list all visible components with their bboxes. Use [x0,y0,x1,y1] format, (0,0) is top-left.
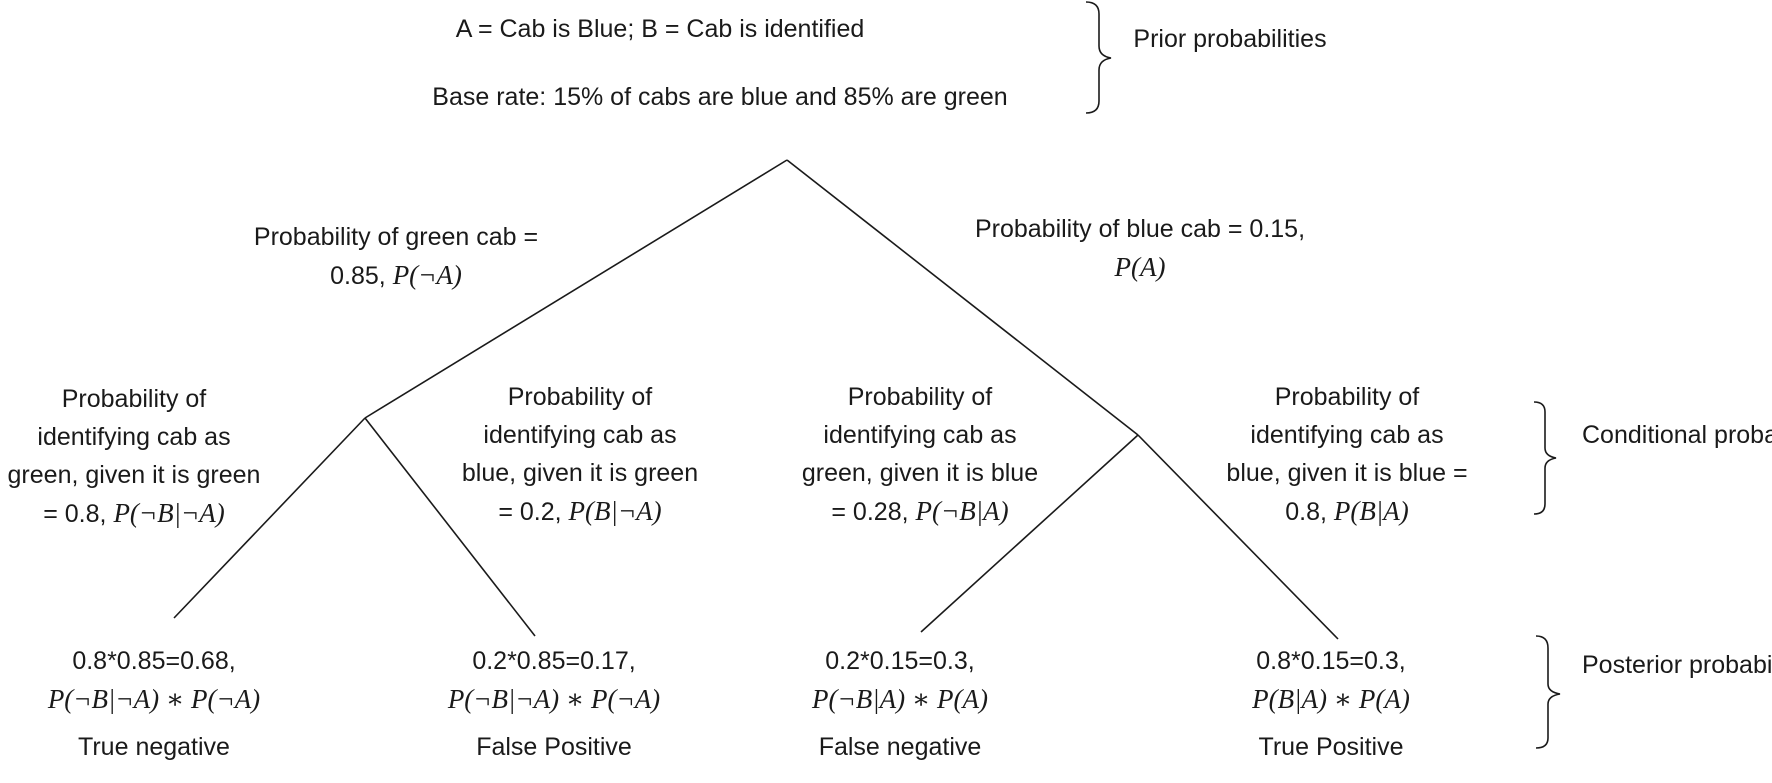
conditional-label-green-green: Probability of identifying cab as green,… [7,385,261,528]
definitions-text: A = Cab is Blue; B = Cab is identified [455,15,865,43]
conditional-probabilities-label: Conditional probabilities [1582,421,1772,449]
edge-blue-tp [1137,434,1339,640]
edge-green-fp [364,417,536,637]
branch-green-label: Probability of green cab = 0.85, P(¬A) [253,223,539,290]
outcome-false-positive: 0.2*0.85=0.17, P(¬B|¬A) ∗ P(¬A) False Po… [424,642,684,766]
outcome-result: True Positive [1258,733,1404,761]
brace-prior [1085,1,1112,114]
posterior-probabilities-label: Posterior probabilities [1582,651,1772,679]
branch-blue-label: Probability of blue cab = 0.15, P(A) [974,215,1306,282]
outcome-calc: 0.2*0.85=0.17, [472,647,636,675]
branch-green-math: P(¬A) [392,260,462,290]
edge-green-tn [173,417,366,619]
conditional-label-green-blue: Probability of identifying cab as green,… [801,383,1039,526]
outcome-false-negative: 0.2*0.15=0.3, P(¬B|A) ∗ P(A) False negat… [780,642,1020,766]
edge-blue-fn [920,434,1139,633]
conditional-label-blue-green: Probability of identifying cab as blue, … [461,383,699,526]
edge-root-green [364,159,788,419]
conditional-label-blue-blue: Probability of identifying cab as blue, … [1226,383,1468,526]
outcome-formula: P(B|A) ∗ P(A) [1252,684,1410,714]
brace-posterior [1535,635,1561,749]
base-rate-text: Base rate: 15% of cabs are blue and 85% … [432,83,1008,111]
outcome-calc: 0.8*0.85=0.68, [72,647,236,675]
outcome-formula: P(¬B|¬A) ∗ P(¬A) [447,684,661,714]
outcome-true-positive: 0.8*0.15=0.3, P(B|A) ∗ P(A) True Positiv… [1226,642,1436,766]
outcome-result: False negative [818,733,982,761]
edge-root-blue [786,159,1139,436]
outcome-result: True negative [78,733,230,761]
brace-conditional [1533,401,1557,515]
branch-blue-math: P(A) [1114,252,1166,282]
outcome-true-negative: 0.8*0.85=0.68, P(¬B|¬A) ∗ P(¬A) True neg… [30,642,278,766]
outcome-formula: P(¬B|¬A) ∗ P(¬A) [47,684,261,714]
outcome-formula: P(¬B|A) ∗ P(A) [812,684,988,714]
outcome-calc: 0.2*0.15=0.3, [825,647,975,675]
outcome-result: False Positive [476,733,632,761]
outcome-calc: 0.8*0.15=0.3, [1256,647,1406,675]
prior-probabilities-label: Prior probabilities [1133,25,1327,53]
